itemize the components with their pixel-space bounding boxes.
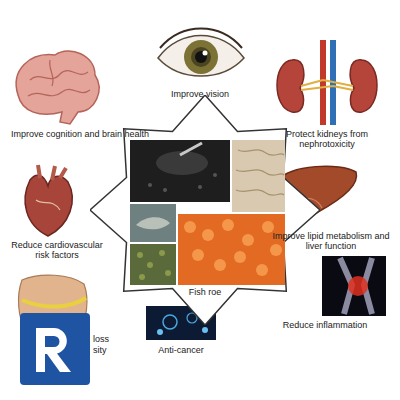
brain-icon — [16, 51, 99, 124]
benefit-label: Reduce cardiovascular risk factors — [4, 240, 110, 261]
heart-icon — [25, 165, 72, 236]
benefit-label: Reduce inflammation — [270, 320, 380, 330]
benefit-label: loss — [93, 334, 133, 344]
eye-icon — [158, 29, 244, 77]
logo-mark — [20, 313, 90, 385]
benefit-label: Anti-cancer — [136, 345, 226, 355]
benefit-label: Improve vision — [150, 89, 250, 99]
knee-icon — [322, 256, 386, 316]
benefit-label: Protect kidneys from nephrotoxicity — [272, 129, 382, 150]
kidney-icon — [277, 40, 377, 125]
roe-photos — [130, 140, 285, 285]
node-title: Fish roe — [189, 288, 222, 298]
benefit-label: Improve cognition and brain health — [10, 129, 150, 139]
benefit-label: sity — [93, 345, 133, 355]
benefit-label: Improve lipid metabolism and liver funct… — [268, 231, 394, 252]
